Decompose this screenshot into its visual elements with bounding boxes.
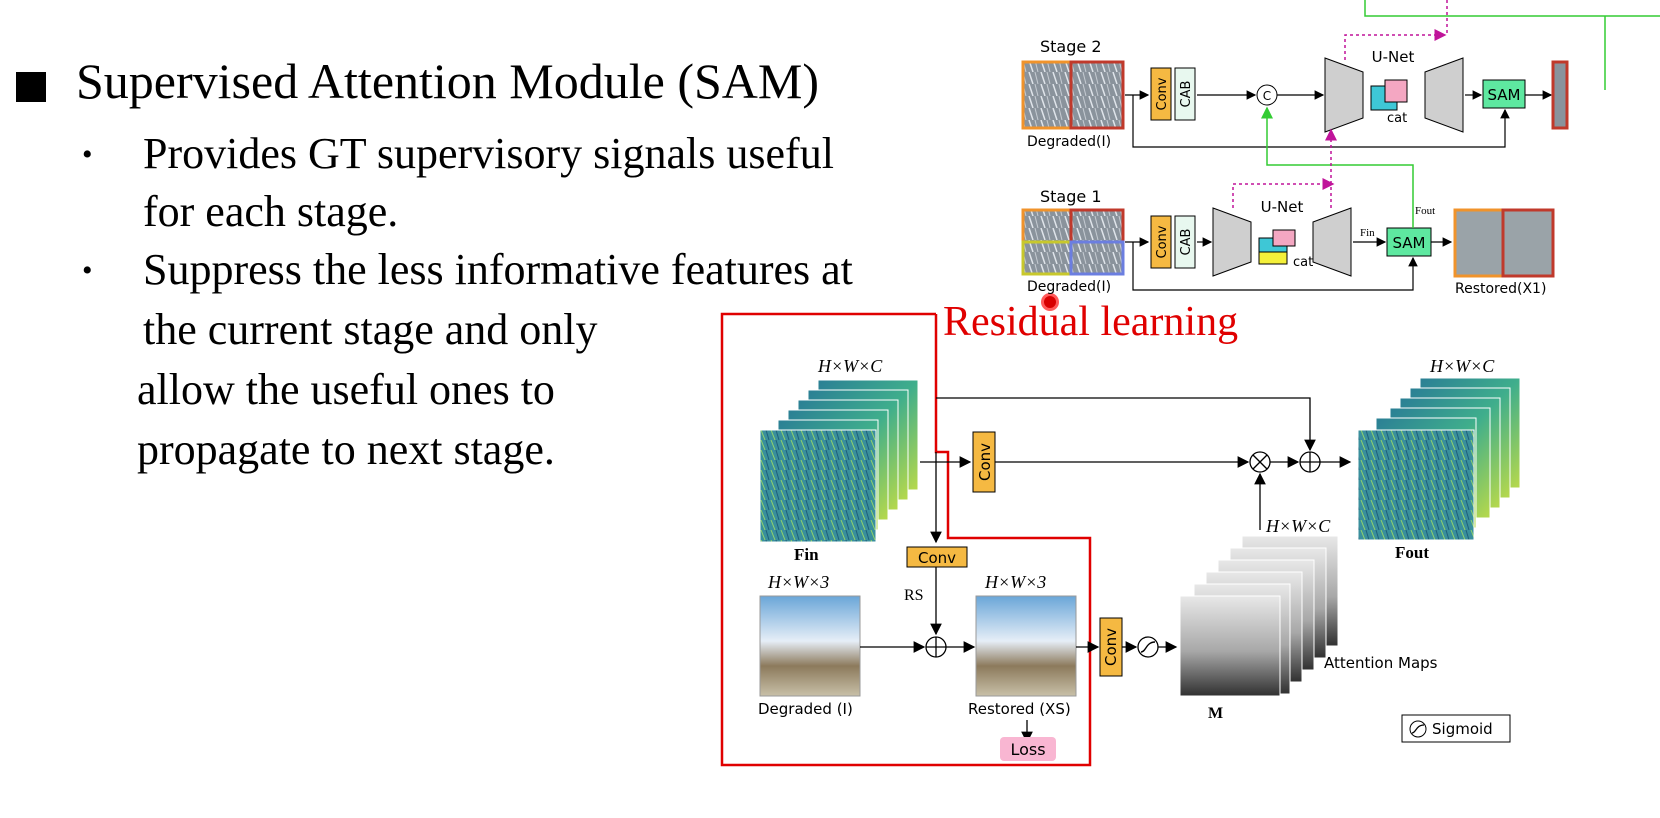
attention-maps-label: Attention Maps: [1324, 654, 1438, 672]
m-label: M: [1208, 705, 1223, 722]
degraded-label: Degraded (I): [758, 700, 853, 718]
stage1-cab-label: CAB: [1179, 229, 1194, 256]
stage2-conv-label: Conv: [1155, 77, 1170, 110]
conv-top-label: Conv: [976, 443, 994, 481]
stage1-unet-label: U-Net: [1261, 198, 1304, 216]
bullet-2-line-4: propagate to next stage.: [137, 425, 555, 474]
stage1-restored-left: [1453, 208, 1505, 278]
stage2-conv-block: [1150, 67, 1172, 121]
conv-m-label: Conv: [1102, 628, 1120, 666]
stage2-label: Stage 2: [1040, 37, 1102, 56]
fin-label: Fin: [794, 545, 819, 564]
stage1-label: Stage 1: [1040, 187, 1102, 206]
sam-diagram: Residual learning H×W×C Fin Conv H×W×C F…: [720, 299, 1521, 767]
stage1-cab-block: [1174, 215, 1196, 269]
stage1-conv-block: [1150, 215, 1172, 269]
laser-pointer-icon: [1041, 293, 1059, 311]
bullet-2-line-3: allow the useful ones to: [137, 365, 555, 414]
conv-rs-label: Conv: [918, 549, 956, 567]
stage1-sam-label: SAM: [1392, 234, 1425, 252]
bullet-dot-icon: •: [82, 254, 93, 287]
stage1-degraded-label: Degraded(I): [1027, 279, 1111, 295]
bullet-1-line-1: Provides GT supervisory signals useful: [143, 129, 834, 178]
residual-learning-box: [720, 312, 1092, 767]
fout-dim-label: H×W×C: [1429, 356, 1495, 376]
stage1-fin-label: Fin: [1360, 227, 1375, 239]
stage1-fout-label: Fout: [1415, 205, 1435, 217]
stage2-input-patch-left: [1021, 60, 1073, 130]
bullet-2-line-2: the current stage and only: [143, 305, 598, 354]
stage1-unet-encoder: [1212, 207, 1252, 277]
stage2-unet-decoder: [1424, 57, 1464, 133]
restored-label: Restored (XS): [968, 700, 1071, 718]
stage1-cat-label: cat: [1293, 255, 1313, 270]
stage1-restored-right: [1501, 208, 1555, 278]
attention-map: [1179, 595, 1281, 697]
residual-learning-title: Residual learning: [943, 299, 1238, 345]
conv-rs-block: [906, 546, 968, 568]
sigmoid-legend-icon: [1409, 720, 1427, 738]
stage1-restored-label: Restored(X1): [1455, 281, 1546, 297]
fin-feature-map: [759, 429, 877, 543]
stage2-unet-encoder: [1324, 57, 1364, 133]
fout-feature-map: [1357, 429, 1475, 541]
stage2-degraded-label: Degraded(I): [1027, 134, 1111, 150]
degraded-image: [759, 595, 861, 697]
m-dim-label: H×W×C: [1265, 516, 1331, 536]
sigmoid-legend-label: Sigmoid: [1432, 720, 1493, 738]
restored-image: [975, 595, 1077, 697]
stage2-sam-block: [1482, 79, 1526, 109]
slide-title: Supervised Attention Module (SAM): [76, 53, 820, 109]
mprnet-diagram: Stage 2 Degraded(I) Conv CAB C U-Net cat…: [1021, 0, 1660, 297]
bullet-2-line-1: Suppress the less informative features a…: [143, 245, 853, 294]
sigmoid-node: [1137, 636, 1159, 658]
stage1-unet-decoder: [1312, 207, 1352, 277]
fout-label: Fout: [1395, 543, 1429, 562]
stage1-sam-block: [1386, 227, 1432, 257]
bullet-1-line-2: for each stage.: [143, 187, 399, 236]
restored-dim-label: H×W×3: [984, 572, 1046, 592]
stage2-cat-label: cat: [1387, 111, 1407, 126]
rs-label: RS: [904, 587, 924, 604]
stage2-unet-label: U-Net: [1372, 48, 1415, 66]
bullet-dot-icon: •: [82, 138, 93, 171]
stage2-input-patch-right: [1069, 60, 1125, 130]
stage1-conv-label: Conv: [1155, 225, 1170, 258]
stage2-cab-label: CAB: [1179, 81, 1194, 108]
stage2-cab-block: [1174, 67, 1196, 121]
bullet-square-icon: [16, 72, 46, 102]
loss-block: [1000, 737, 1056, 761]
degraded-dim-label: H×W×3: [767, 572, 829, 592]
fin-dim-label: H×W×C: [817, 356, 883, 376]
loss-label: Loss: [1010, 740, 1045, 759]
stage2-concat-symbol: C: [1263, 89, 1271, 103]
stage2-sam-label: SAM: [1487, 86, 1520, 104]
